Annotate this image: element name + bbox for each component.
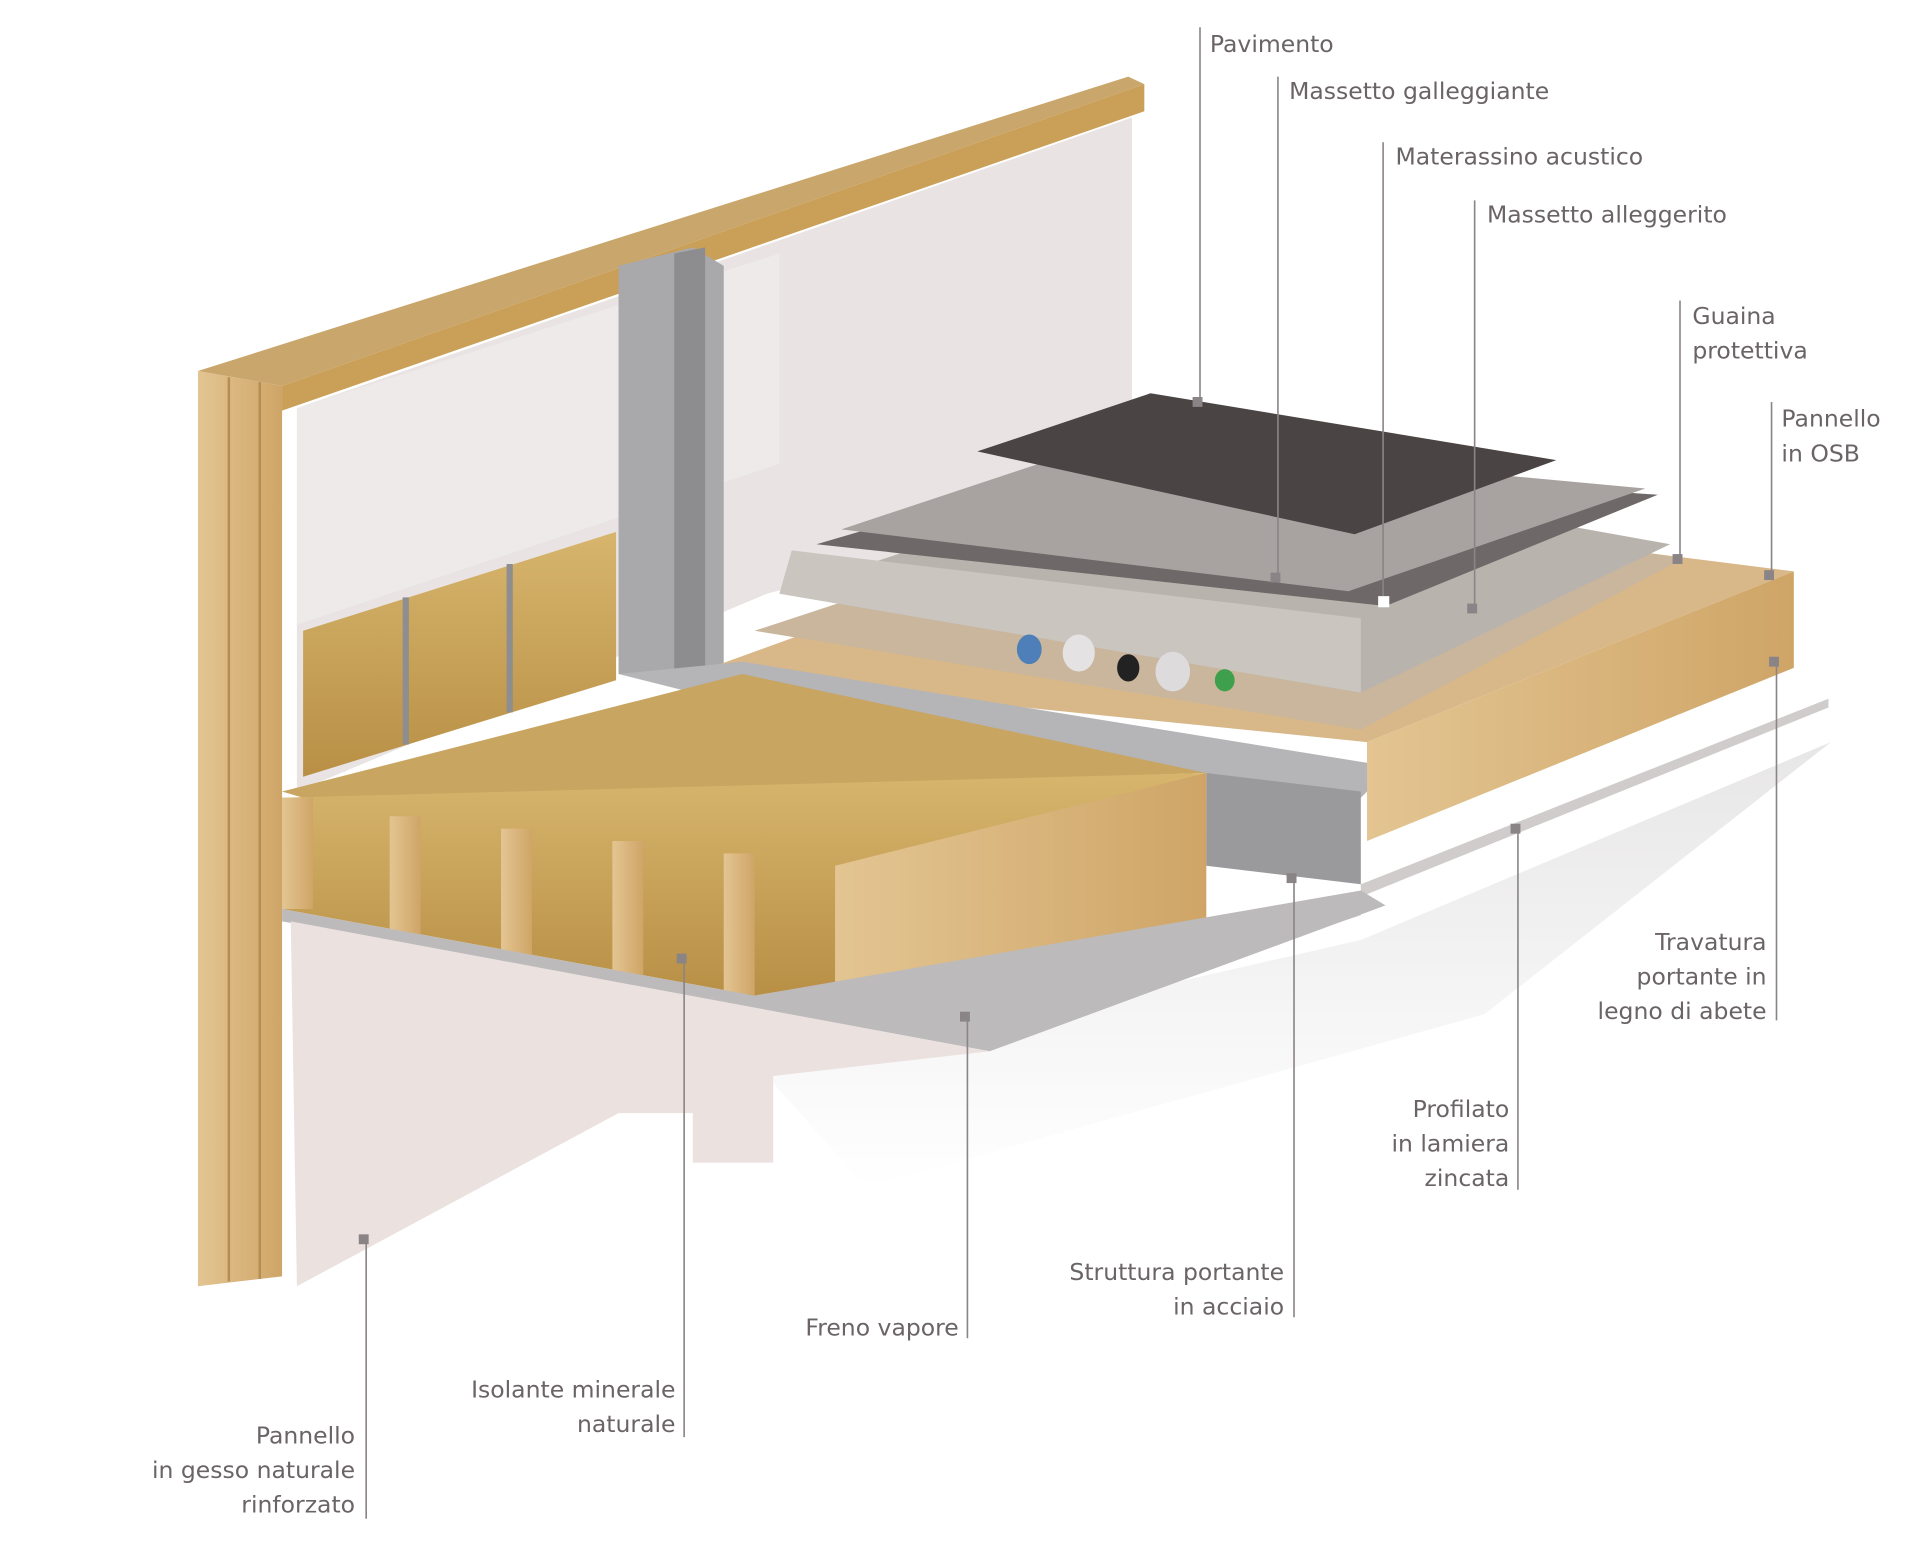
ground-shadow — [767, 742, 1831, 1188]
label-massetto-alleggerito: Massetto alleggerito — [1487, 201, 1727, 229]
label-guaina-protettiva: Guaina — [1692, 302, 1775, 330]
label-pannello-gesso: Pannello — [256, 1421, 355, 1449]
label-isolante: Isolante minerale — [471, 1376, 675, 1404]
service-pipes — [1016, 634, 1235, 692]
oak-beam-front — [1367, 571, 1794, 842]
label-massetto-galleggiante: Massetto galleggiante — [1289, 77, 1549, 105]
label-isolante: naturale — [577, 1410, 675, 1438]
label-pannello-gesso: rinforzato — [241, 1491, 355, 1519]
label-travatura: legno di abete — [1598, 997, 1767, 1025]
label-profilato: Profilato — [1413, 1095, 1510, 1123]
label-travatura: Travatura — [1654, 928, 1766, 956]
steel-column — [618, 247, 724, 675]
label-struttura-acciaio: in acciaio — [1173, 1293, 1284, 1321]
label-pannello-gesso: in gesso naturale — [152, 1456, 355, 1484]
ceiling-plasterboard — [290, 921, 990, 1287]
label-pannello-osb: Pannello — [1781, 405, 1880, 433]
floor-insulation-top — [282, 674, 1207, 802]
label-travatura: portante in — [1637, 962, 1767, 990]
label-guaina-protettiva: protettiva — [1692, 337, 1807, 365]
label-pavimento: Pavimento — [1210, 30, 1334, 58]
wall-insulation-strip — [282, 84, 1145, 411]
wall-side-edge — [197, 371, 283, 1287]
label-pannello-osb: in OSB — [1781, 439, 1859, 467]
wall-top-edge — [197, 76, 1145, 386]
pavimento — [977, 393, 1557, 535]
wall-insulation — [303, 531, 617, 777]
label-freno-vapore: Freno vapore — [805, 1314, 958, 1342]
steel-column-flange — [674, 247, 706, 675]
massetto-alleggerito-front — [779, 550, 1361, 693]
ceiling-vapor-barrier — [282, 890, 1386, 1052]
label-materassino-acustico: Materassino acustico — [1395, 142, 1643, 170]
label-profilato: zincata — [1425, 1164, 1510, 1192]
steel-beam-web — [1206, 773, 1361, 885]
leader-lines — [358, 27, 1779, 1519]
label-profilato: in lamiera — [1391, 1129, 1509, 1157]
label-struttura-acciaio: Struttura portante — [1069, 1258, 1284, 1286]
